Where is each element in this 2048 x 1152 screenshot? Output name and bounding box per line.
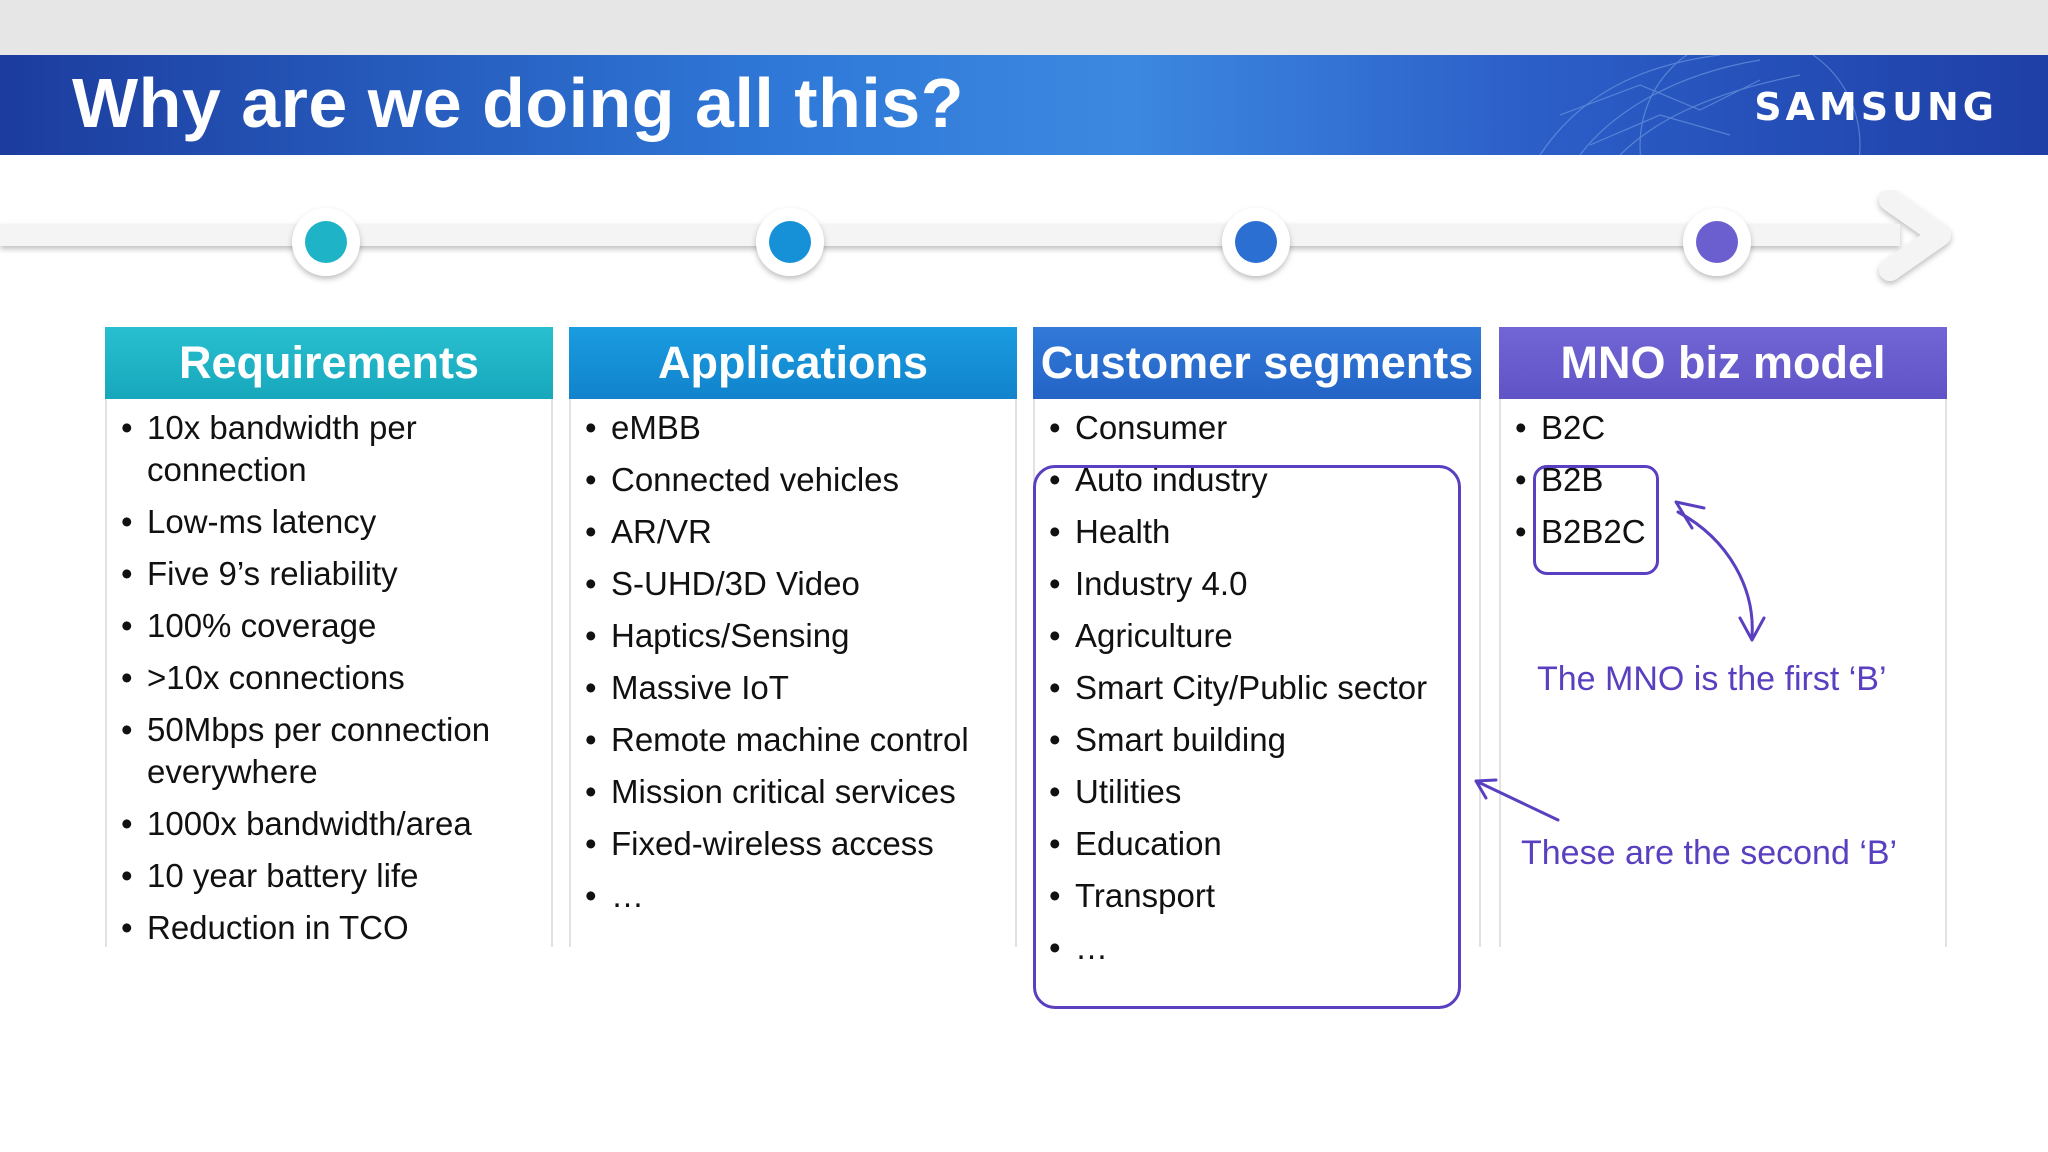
list-item: Connected vehicles: [571, 459, 969, 501]
globe-graphic: [1539, 55, 1861, 155]
list-item: Five 9’s reliability: [107, 553, 537, 595]
list-item: Agriculture: [1035, 615, 1427, 657]
samsung-logo: SAMSUNG: [1754, 85, 1998, 129]
milestone-dot-2: [756, 208, 824, 276]
list-item: >10x connections: [107, 657, 537, 699]
list-item: Utilities: [1035, 771, 1427, 813]
list-item: B2B2C: [1501, 511, 1646, 553]
slide-title: Why are we doing all this?: [72, 64, 964, 142]
list-item: Consumer: [1035, 407, 1427, 449]
requirements-column: Requirements 10x bandwidth per connectio…: [105, 327, 553, 949]
list-item: Mission critical services: [571, 771, 969, 813]
list-item: Smart City/Public sector: [1035, 667, 1427, 709]
title-bar: Why are we doing all this? SAMSUNG: [0, 55, 2048, 155]
second-b-annotation: These are the second ‘B’: [1521, 834, 1898, 872]
list-item: 1000x bandwidth/area: [107, 803, 537, 845]
milestone-dot-4: [1683, 208, 1751, 276]
milestone-dot-1: [292, 208, 360, 276]
mno-biz-model-header: MNO biz model: [1499, 327, 1947, 399]
list-item: Transport: [1035, 875, 1427, 917]
requirements-list: 10x bandwidth per connection Low-ms late…: [107, 407, 537, 959]
applications-column: Applications eMBB Connected vehicles AR/…: [569, 327, 1017, 947]
milestone-dot-3: [1222, 208, 1290, 276]
list-item: Haptics/Sensing: [571, 615, 969, 657]
list-item: AR/VR: [571, 511, 969, 553]
applications-header: Applications: [569, 327, 1017, 399]
list-item: 100% coverage: [107, 605, 537, 647]
second-b-highlight-box: [1033, 465, 1461, 1009]
list-item: …: [571, 875, 969, 917]
requirements-header: Requirements: [105, 327, 553, 399]
mno-biz-model-column: MNO biz model B2C B2B B2B2C: [1499, 327, 1947, 947]
list-item: Low-ms latency: [107, 501, 537, 543]
list-item: Industry 4.0: [1035, 563, 1427, 605]
list-item: 10x bandwidth per connection: [107, 407, 487, 491]
list-item: Reduction in TCO: [107, 907, 537, 949]
customer-segments-header: Customer segments: [1033, 327, 1481, 399]
list-item: Remote machine control: [571, 719, 969, 761]
timeline-arrow: [0, 190, 1951, 281]
top-margin: [0, 0, 2048, 55]
list-item: eMBB: [571, 407, 969, 449]
first-b-highlight-box: [1533, 465, 1659, 575]
first-b-annotation: The MNO is the first ‘B’: [1537, 660, 1887, 698]
list-item: S-UHD/3D Video: [571, 563, 969, 605]
applications-list: eMBB Connected vehicles AR/VR S-UHD/3D V…: [571, 407, 969, 927]
list-item: Fixed-wireless access: [571, 823, 969, 865]
list-item: 10 year battery life: [107, 855, 537, 897]
list-item: Education: [1035, 823, 1427, 865]
list-item: 50Mbps per connection everywhere: [107, 709, 537, 793]
list-item: Smart building: [1035, 719, 1427, 761]
list-item: Massive IoT: [571, 667, 969, 709]
list-item: Health: [1035, 511, 1427, 553]
list-item: …: [1035, 927, 1427, 969]
list-item: B2C: [1501, 407, 1646, 449]
